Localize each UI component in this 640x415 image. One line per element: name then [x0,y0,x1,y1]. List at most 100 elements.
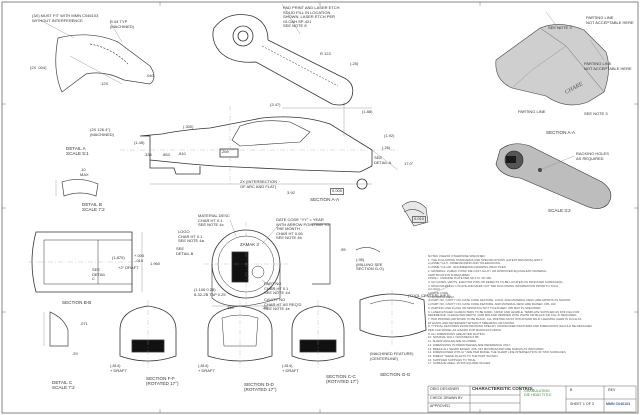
note-line: 15. DIRECT THESE FILLETS TO THE PART SHO… [428,354,499,358]
callout-see-detail-b: SEE DETAIL B [176,246,194,256]
note-line: c) MATERIAL DESC [428,295,455,299]
top-oblique-view [212,3,354,106]
title-rev: REV [608,388,616,392]
callout-top-left-note: (3X) MUST FIT WITH MMN C046103 WITHOUT I… [32,13,99,23]
note-line: 6. LASER ETCHED CHARACTERS TO BE DARK, C… [428,310,580,314]
note-line: b) DATE CODE [428,292,449,296]
callout-269: .269 [221,149,229,154]
label-scale-iso: SCALE 3:2 [548,208,571,213]
note-line: 1. THE FOLLOWING STANDARDS AND SPECIFICA… [428,258,544,262]
note-line: ETHANOL AND DETERGENT WITHOUT SMEARING O… [428,321,515,325]
callout-see-detail-a: SEE DETAIL A [374,155,392,165]
callout-335: .335 [144,152,152,157]
callout-part-no: PART NO CHAR HT 0.1 SEE NOTE 4d [264,281,290,296]
svg-text:ZAMAK 3: ZAMAK 3 [240,242,259,247]
note-line: 11. SHARP ANGLES ARE ALLOWED. [428,340,478,344]
callout-intersection: 2X (INTERSECTION OF ARC AND FLAT) [240,179,278,189]
callout-milling-see: (.95) (MILLING SEE SECTION G-G) [356,257,384,272]
callout-810: .810 [178,151,186,156]
callout-cavity-no: CAVITY NO CHAR HT AS REQ'D SEE NOTE 4e [264,297,302,312]
note-line: PER CAD MODEL AS A BASIS FOR MANUFACTURI… [428,329,502,333]
note-line: 13. BREAK ALL SHARP EDGES .005-.015 MAXI… [428,347,545,351]
callout-25: (.25) [350,61,359,66]
iso-view-bottom [495,143,612,209]
note-line: 14. DIMENSIONED WITH A * ARE PER MODEL T… [428,351,567,355]
callout-draft-c: (.814) + DRAFT [282,363,299,373]
note-line: 5. PARTING LINE FLASH OR MISMATCH NOT TO… [428,306,542,310]
callout-logo: LOGO CHAR HT 0.1 SEE NOTE 4a [178,229,204,244]
title-drawing-no: MMN C046103 [606,402,631,406]
section-b-b-view [28,231,143,293]
callout-192: (1.92) [384,133,395,138]
notes-heading: NOTES UNLESS OTHERWISE SPECIFIED: [428,255,486,258]
section-g-g-view [359,285,451,346]
callout-12x: .12X [100,81,109,86]
iso-view-top: CHARE [495,11,609,106]
note-line: REFERENCE. CHARACTER DEPTH .0005 MIN AND… [428,314,578,318]
datum-frame-005: 0.005 [330,188,345,195]
callout-170: 17.0° [404,161,414,166]
title-row-2: CHECK DRAWN BY [430,396,463,400]
callout-360: .360 [226,305,234,310]
callout-date-code: DATE CODE "YY" = YEAR WITH ARROW POINTIN… [276,217,330,241]
callout-tool-centerlines: (TOOL CENTERLINES) [408,293,451,298]
front-view [204,219,288,307]
label-section-a-a-iso: SECTION A-A [546,130,576,135]
callout-10-max: .10 MAX [80,167,89,177]
callout-pad-print: PAD PRINT AND LASER ETCH SOLID FILL IN L… [283,5,340,29]
title-drawing-title: GRANULATING DIE HEAD TITLE [524,389,552,397]
note-line: b) ASME Y14.100 - ENGINEERING DRAWING PR… [428,266,506,270]
title-block-grid [427,385,637,413]
callout-2x-004: (2X .004) [30,65,47,70]
detail-b-view [55,179,99,197]
callout-thread: (1.106 0.28) 8-32-2B TAP 0.25 [194,287,226,297]
callout-040: .040 [146,73,154,78]
section-d-d-view [207,300,273,368]
note-line: 3. NO GATES, VENTS, EJECTOR PINS OR DEFE… [428,280,564,284]
section-c-c-view [291,300,345,368]
callout-071: .071 [80,321,88,326]
detail-knob [401,201,429,227]
callout-347: (3.47) [270,102,281,107]
callout-2x-126: (2X 126.4°) (MACHINED) [90,127,114,137]
detail-c-view [43,311,69,347]
general-notes: NOTES UNLESS OTHERWISE SPECIFIED:1. THE … [428,255,636,366]
callout-machined-feature: (MACHINED FEATURE) (CENTERLINE) [370,351,414,361]
note-line: 10. NOMINAL WALL THICKNESS 0.08". [428,336,480,340]
callout-1875: (1.875) [112,255,125,260]
callout-29: .29 [72,351,78,356]
callout-25b: .25 [262,305,268,310]
callout-000: +.000 -.010 [134,253,145,263]
label-detail-c: DETAIL C SCALE 7:2 [52,380,75,391]
callout-see-note-3b: SEE NOTE 3 [584,111,608,116]
label-section-a-a: SECTION A-A [310,197,340,202]
note-line: 16. SUPPLIER SUPPLIES TO TRUE. [428,358,477,362]
callout-188: (1.88) [362,109,373,114]
callout-racking-holes: RACKING HOLES AS REQUIRED [576,151,609,161]
note-line: FINISH - CHROME PLATE PER SP-172, SP-360 [428,277,492,281]
note-line: 17. SURFACE AREA: 35.505 SQUARE INCHES. [428,362,491,366]
label-detail-a: DETAIL A SCALE 5:1 [66,146,89,157]
callout-853: .853 [162,152,170,157]
callout-26: (.26) [382,145,391,150]
note-line: d) PART NO, CAVITY NO, DATE CODE FEATURE… [428,299,571,303]
callout-material-desc: MATERIAL DESC CHAR HT 0.1 SEE NOTE 4c [198,213,230,228]
note-line: a) LOGO [428,288,440,292]
callout-draft-2: +2° DRAFT [118,265,139,270]
note-line: 9. ALL DIMENSIONS ARE AFTER PLATING. [428,332,486,336]
datum-frame-010: 0.010 [412,216,427,223]
callout-draft-f: (.814) + DRAFT [110,363,127,373]
note-line: 4. MOLD MARKING: LOCATE AND MARK OUT THE… [428,284,559,288]
callout-392: 3.92 [287,190,295,195]
callout-145: (1.45) [134,140,145,145]
title-block: CHARACTERISTIC CONTROL ORIG DESIGNER CHE… [428,386,636,412]
callout-r04-typ: R.04 TYP (MACHINED) [110,19,134,29]
section-a-a-view [120,102,400,190]
title-row-1: ORIG DESIGNER [430,387,459,391]
callout-300: (.300) [183,124,194,129]
title-size: B [570,388,573,392]
note-line: 8. TYPICAL FEATURES FROM DRAWING SPECIFY… [428,325,592,329]
note-line: 7. PAD PRINTED ARTWORK TO BE BLACK. ALL … [428,317,582,321]
title-sheet: SHEET 1 OF 3 [570,402,594,406]
section-f-f-view [119,300,177,368]
